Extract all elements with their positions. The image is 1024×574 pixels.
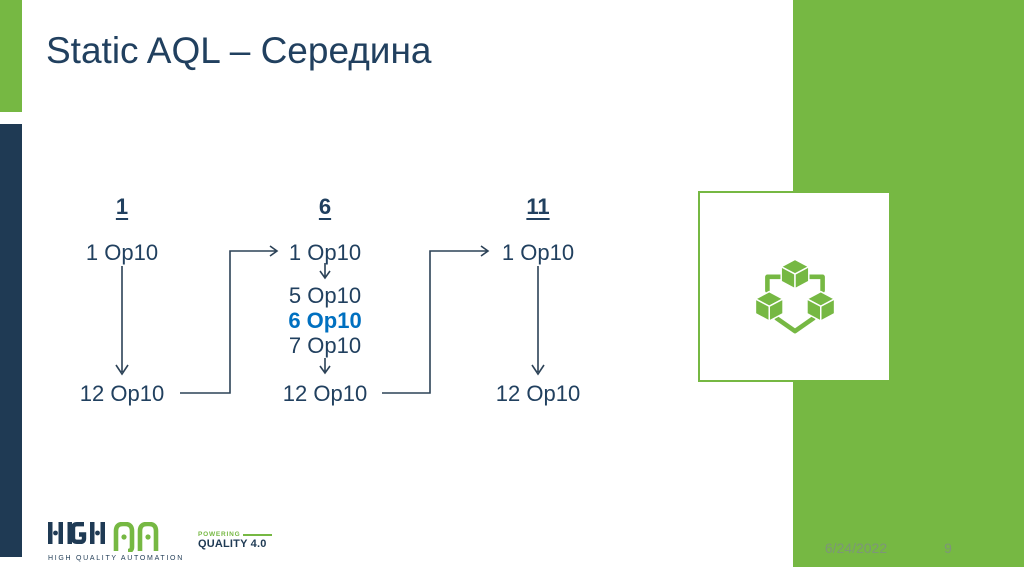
arrow-col6-down-1 bbox=[319, 263, 331, 280]
powering-label: POWERING bbox=[197, 531, 241, 538]
column-1-step-1: 1 Op10 bbox=[85, 240, 159, 265]
column-11-step-12: 12 Op10 bbox=[495, 381, 581, 406]
icon-card bbox=[698, 191, 891, 382]
column-6-step-5: 5 Op10 bbox=[288, 283, 362, 308]
logo-tagline: HIGH QUALITY AUTOMATION bbox=[48, 555, 184, 562]
column-6-step-1: 1 Op10 bbox=[288, 240, 362, 265]
left-accent-navy-bar bbox=[0, 124, 22, 557]
highqa-logo-mark: HIGH QA bbox=[48, 522, 184, 562]
powering-quality-block: POWERING QUALITY 4.0 bbox=[198, 522, 272, 550]
left-accent-green-bar bbox=[0, 0, 22, 112]
arrow-col6-down-2 bbox=[319, 358, 331, 375]
powering-rule-line bbox=[243, 533, 272, 536]
column-1-step-12: 12 Op10 bbox=[79, 381, 165, 406]
column-11-header: 11 bbox=[526, 194, 550, 219]
column-6-step-12: 12 Op10 bbox=[282, 381, 368, 406]
distributed-cubes-icon bbox=[754, 258, 835, 333]
page-title: Static AQL – Середина bbox=[46, 30, 432, 71]
arrow-col11-down bbox=[531, 266, 545, 376]
quality40-label: QUALITY 4.0 bbox=[197, 538, 267, 550]
slide-number: 9 bbox=[944, 540, 952, 556]
column-6-step-6-highlighted: 6 Op10 bbox=[288, 308, 362, 333]
column-6-step-7: 7 Op10 bbox=[288, 333, 362, 358]
arrow-col1-down bbox=[115, 266, 129, 376]
slide-date: 6/24/2022 bbox=[824, 540, 888, 556]
column-1-header: 1 bbox=[115, 194, 129, 219]
highqa-logo: HIGH QA bbox=[48, 522, 272, 562]
column-6-header: 6 bbox=[318, 194, 332, 219]
column-11-step-1: 1 Op10 bbox=[501, 240, 575, 265]
